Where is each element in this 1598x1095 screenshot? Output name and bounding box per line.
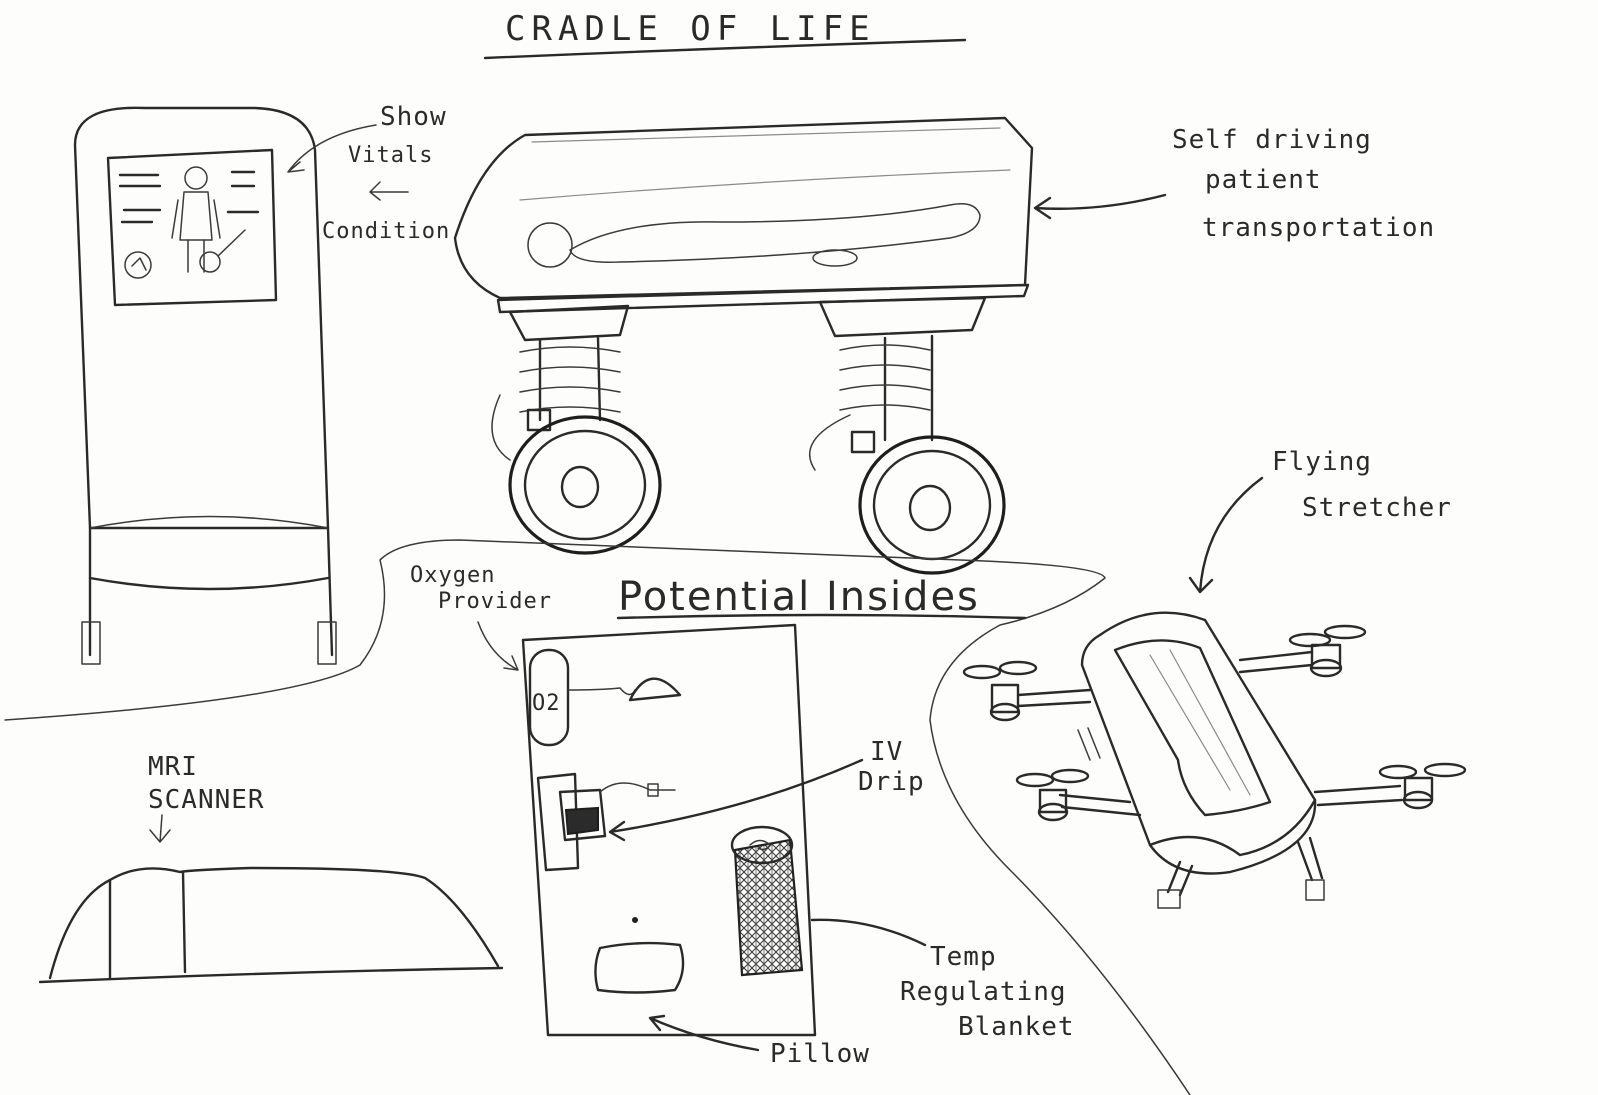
panel-dot — [633, 918, 637, 922]
label-drip: Drip — [858, 767, 925, 797]
iv-bag — [566, 808, 598, 834]
wheel-left-rim — [525, 431, 645, 539]
oxygen-hose — [568, 688, 635, 695]
label-temp: Temp — [930, 942, 997, 972]
vitals-pod — [75, 108, 336, 664]
wheel-right — [860, 437, 1004, 573]
label-transportation: transportation — [1202, 213, 1435, 243]
label-regulating: Regulating — [900, 977, 1067, 1007]
pod-legs — [90, 528, 332, 655]
label-oxygen: Oxygen — [410, 563, 495, 588]
title-group: CRADLE OF LIFE — [485, 9, 965, 58]
pod-wheel-right — [318, 622, 336, 664]
condition-arrow — [370, 182, 408, 200]
arm-back-left — [1060, 795, 1140, 815]
label-scanner: SCANNER — [148, 785, 265, 815]
flying-stretcher: Flying Stretcher — [964, 447, 1465, 908]
oxygen-arrow — [478, 622, 518, 670]
iv-arrow — [610, 760, 862, 840]
screen-figure — [172, 167, 245, 272]
rotor-front-right — [1290, 626, 1365, 676]
vitals-screen — [108, 150, 276, 305]
leg-right — [1298, 838, 1322, 880]
mri-scanner: MRI SCANNER — [40, 752, 502, 982]
patient-figure — [570, 204, 980, 263]
wheel-right-back — [810, 415, 850, 470]
label-condition: Condition — [322, 219, 450, 244]
label-vitals: Vitals — [348, 143, 433, 168]
potential-insides-title: Potential Insides — [618, 574, 980, 620]
label-iv: IV — [870, 737, 903, 767]
insides-annotations: IV Drip Temp Regulating Blanket Pillow — [610, 737, 1075, 1069]
patient-hands — [813, 250, 857, 266]
arm-front-left — [1018, 690, 1090, 706]
label-blanket: Blanket — [958, 1012, 1075, 1042]
mri-outline — [50, 868, 498, 978]
foot-right — [1306, 880, 1324, 900]
blanket-arrow — [812, 920, 925, 945]
screen-gauge-needle — [132, 258, 146, 270]
self-driving-transport — [455, 118, 1032, 573]
mri-arrow — [150, 815, 170, 842]
wheel-left-back — [492, 395, 510, 460]
label-pillow: Pillow — [770, 1039, 870, 1069]
show-vitals-annotation: Show Vitals Condition — [288, 102, 450, 244]
pod-base-curve — [90, 578, 328, 589]
shock-right — [885, 336, 932, 440]
canopy-highlights — [520, 128, 1010, 200]
self-driving-arrow — [1035, 195, 1165, 218]
axle-block-right — [852, 432, 874, 452]
oxygen-mask — [630, 679, 680, 700]
label-flying: Flying — [1272, 447, 1372, 477]
screen-gauge — [125, 252, 151, 278]
pillow-shape — [595, 943, 683, 992]
spring-left — [520, 347, 620, 412]
side-ladder — [1078, 728, 1100, 760]
wheel-left-hub — [562, 467, 598, 507]
pod-top-curve — [90, 517, 328, 529]
pillow-arrow — [650, 1016, 758, 1050]
oxygen-symbol: O2 — [532, 691, 561, 716]
label-stretcher: Stretcher — [1302, 493, 1452, 523]
patient-head — [528, 223, 572, 267]
self-driving-annotation: Self driving patient transportation — [1035, 125, 1435, 243]
wheel-left — [510, 417, 660, 553]
arm-back-right — [1315, 786, 1402, 805]
wheel-right-rim — [874, 451, 990, 559]
screen-text-lines-left — [120, 175, 160, 222]
mri-ring-edges — [110, 872, 185, 978]
label-mri: MRI — [148, 752, 198, 782]
arm-front-right — [1240, 652, 1312, 672]
page-title: CRADLE OF LIFE — [505, 9, 876, 49]
rotor-front-left — [964, 662, 1036, 720]
canopy-shell — [455, 118, 1032, 298]
label-show: Show — [380, 102, 447, 132]
screen-text-lines-right — [228, 172, 258, 212]
suspension-mount-right — [820, 298, 985, 336]
label-provider: Provider — [438, 589, 552, 614]
wheel-right-hub — [910, 486, 950, 530]
suspension-mount-left — [510, 306, 628, 340]
label-self-driving: Self driving — [1172, 125, 1372, 155]
rotor-back-left — [1017, 770, 1088, 820]
foot-left — [1158, 890, 1180, 908]
flying-arrow — [1190, 478, 1262, 592]
label-patient: patient — [1205, 165, 1322, 195]
iv-tube — [600, 783, 675, 792]
